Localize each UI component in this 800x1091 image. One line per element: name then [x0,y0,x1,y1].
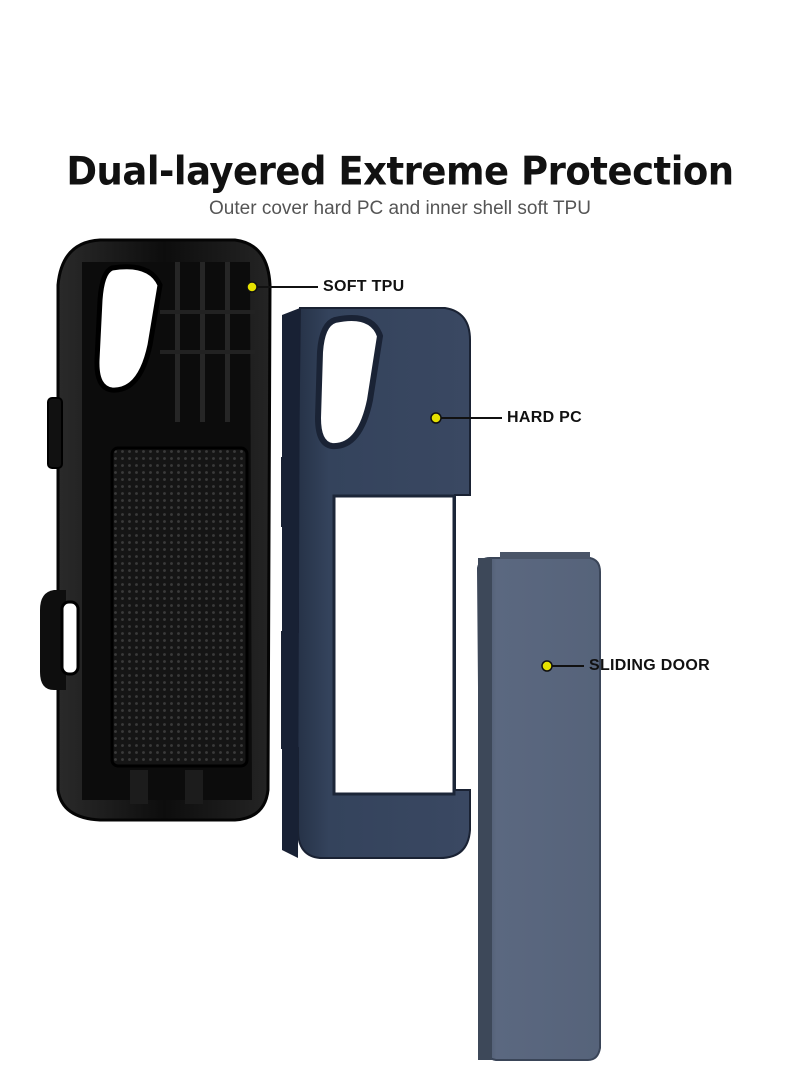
hard-pc-cover [281,307,471,859]
callout-hard-pc [430,412,502,424]
page-title: Dual-layered Extreme Protection [66,148,734,195]
label-hard-pc: HARD PC [507,409,582,426]
label-soft-tpu: SOFT TPU [323,278,405,295]
page-subtitle: Outer cover hard PC and inner shell soft… [209,198,591,219]
callout-dot [541,660,553,672]
callout-dot [246,281,258,293]
sliding-door [476,552,601,1061]
label-sliding-door: SLIDING DOOR [589,657,710,674]
callout-soft-tpu [246,281,318,293]
tpu-inner-shell [40,238,272,822]
callout-sliding-door [541,660,584,672]
callout-dot [430,412,442,424]
